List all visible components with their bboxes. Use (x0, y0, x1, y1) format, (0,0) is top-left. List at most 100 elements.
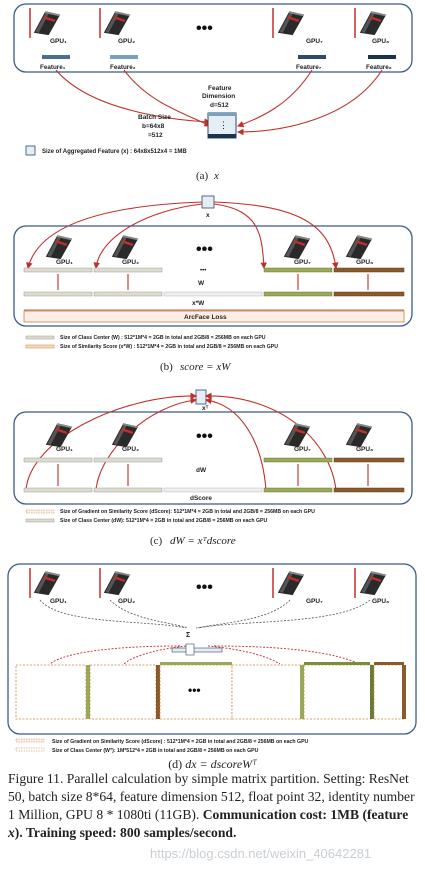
feature-label: Feature₇ (296, 64, 322, 71)
panel-c: xᵀ GPU₁ GPU₂ GPU₇ GPU₈ ••• dW (13, 389, 413, 547)
legend-swatch (25, 518, 55, 523)
feature-label: Feature₂ (110, 64, 136, 71)
panel-a: GPU₁ GPU₂ GPU₇ GPU₈ ••• Feature₁ Feature… (13, 3, 413, 182)
dw-label: dW (196, 467, 207, 474)
figure-caption-bold: Communication cost: 1MB (feature (202, 807, 409, 822)
figure-caption-math: x (8, 825, 15, 840)
caption-label: (c) (150, 535, 163, 547)
gpu-label: GPU₂ (122, 446, 139, 453)
caption-math: score = xW (180, 361, 231, 373)
xt-matrix (195, 389, 207, 405)
feature-bar (298, 55, 326, 59)
legend-text: Size of Aggregated Feature (x) : 64x8x51… (42, 149, 187, 155)
svg-text:•••: ••• (200, 268, 206, 274)
panel-d-caption: (d) dx = dscoreWᵀ (0, 757, 425, 772)
gpu-label: GPU₂ (118, 598, 135, 605)
batch-size-value: b=64x8 (142, 123, 165, 130)
ellipsis-dots: ••• (196, 20, 213, 37)
broadcast-arrows (26, 201, 339, 270)
ellipsis-dots: ••• (196, 428, 213, 445)
batch-size-total: =512 (148, 132, 163, 139)
legend-text: Size of Similarity Score (x*W) : 512*1M*… (60, 344, 278, 350)
xw-row (23, 291, 405, 297)
transfer-arrows (55, 69, 383, 136)
gpu-card-icon (272, 568, 305, 598)
gpu-label: GPU₈ (356, 446, 373, 453)
arcface-loss-label: ArcFace Loss (184, 314, 227, 321)
feature-bar (368, 55, 396, 59)
legend-swatch (25, 509, 55, 514)
feature-dimension-label: Feature (208, 85, 232, 92)
feature-dimension-label: Dimension (202, 93, 235, 100)
gpu-label: GPU₇ (306, 598, 323, 605)
panel-c-frame (13, 411, 413, 505)
sum-symbol: Σ (186, 632, 190, 639)
caption-label: (d) (168, 757, 183, 771)
ellipsis-dots: ••• (196, 579, 213, 596)
svg-text:⋮: ⋮ (219, 120, 228, 130)
gpu-card-icon (99, 8, 131, 38)
feature-label: Feature₈ (366, 64, 392, 71)
gpu-label: GPU₂ (118, 38, 135, 45)
dx-vector (171, 643, 223, 656)
xt-label: xᵀ (202, 405, 209, 412)
legend-swatch (15, 747, 45, 752)
legend-swatch (25, 335, 55, 340)
arcface-loss-box (23, 310, 405, 323)
gpu-card-icon (99, 568, 131, 598)
gpu-label: GPU₁ (50, 598, 67, 605)
panel-b-frame (13, 225, 413, 327)
gpu-label: GPU₇ (294, 446, 311, 453)
figure-caption: Figure 11. Parallel calculation by simpl… (8, 770, 418, 842)
legend-swatch (15, 738, 45, 743)
gpu-label: GPU₁ (56, 446, 73, 453)
caption-math: dW = xᵀdscore (170, 535, 236, 547)
figure-caption-bold: ). Training speed: 800 samples/second. (14, 825, 237, 840)
reduce-lines (39, 599, 371, 629)
panel-b: x GPU₁ GPU₂ GPU₇ GPU₈ ••• ••• W (13, 195, 413, 373)
figure-diagram: GPU₁ GPU₂ GPU₇ GPU₈ ••• Feature₁ Feature… (7, 3, 417, 754)
gpu-label: GPU₇ (294, 259, 311, 266)
feature-label: Feature₁ (40, 64, 66, 71)
x-label: x (206, 212, 210, 219)
feature-bar (42, 55, 70, 59)
x-matrix (201, 195, 215, 209)
gpu-label: GPU₈ (372, 598, 389, 605)
legend-text: Size of Class Center (W) : 512*1M*4 = 2G… (60, 335, 266, 341)
compute-arrows (57, 274, 369, 290)
caption-label: (b) (160, 361, 173, 373)
w-label: W (198, 280, 205, 287)
dscore-label: dScore (190, 495, 212, 502)
dw-row (23, 457, 405, 463)
gpu-label: GPU₁ (56, 259, 73, 266)
caption-label: (a) (196, 170, 209, 182)
watermark: https://blog.csdn.net/weixin_40642281 (150, 846, 372, 861)
gpu-card-icon (272, 8, 305, 38)
w-row: ••• (23, 267, 405, 274)
gpu-card-icon (29, 568, 61, 598)
aggregated-feature-matrix: ⋮ (207, 112, 237, 139)
legend-swatch (25, 344, 55, 349)
gpu-label: GPU₈ (372, 38, 389, 45)
gpu-card-icon (354, 8, 387, 38)
legend-text: Size of Gradient on Similarity Score (dS… (60, 509, 315, 515)
caption-math: dx = dscoreWᵀ (185, 757, 257, 771)
gpu-label: GPU₈ (356, 259, 373, 266)
wt-matrix-row: ••• (15, 662, 406, 720)
gpu-label: GPU₂ (122, 259, 139, 266)
panel-a-frame (13, 3, 413, 73)
legend-text: Size of Class Center (dW): 512*1M*4 = 2G… (60, 518, 268, 524)
figure-caption-text: Figure 11. Parallel calculation by simpl… (8, 771, 415, 822)
caption-math: x (213, 170, 219, 182)
panel-d: GPU₁ GPU₂ GPU₇ GPU₈ ••• Σ (7, 563, 417, 754)
xw-label: x*W (192, 300, 205, 307)
batch-size-label: Batch Size (138, 114, 171, 121)
gpu-label: GPU₁ (50, 38, 67, 45)
legend-text: Size of Class Center (Wᵀ): 1M*512*4 = 2G… (52, 748, 259, 754)
gpu-card-icon (354, 568, 387, 598)
ellipsis-dots: ••• (196, 241, 213, 258)
legend-swatch (25, 145, 36, 156)
feature-dimension-value: d=512 (210, 102, 229, 109)
dscore-row (23, 487, 405, 493)
feature-bar (110, 55, 138, 59)
